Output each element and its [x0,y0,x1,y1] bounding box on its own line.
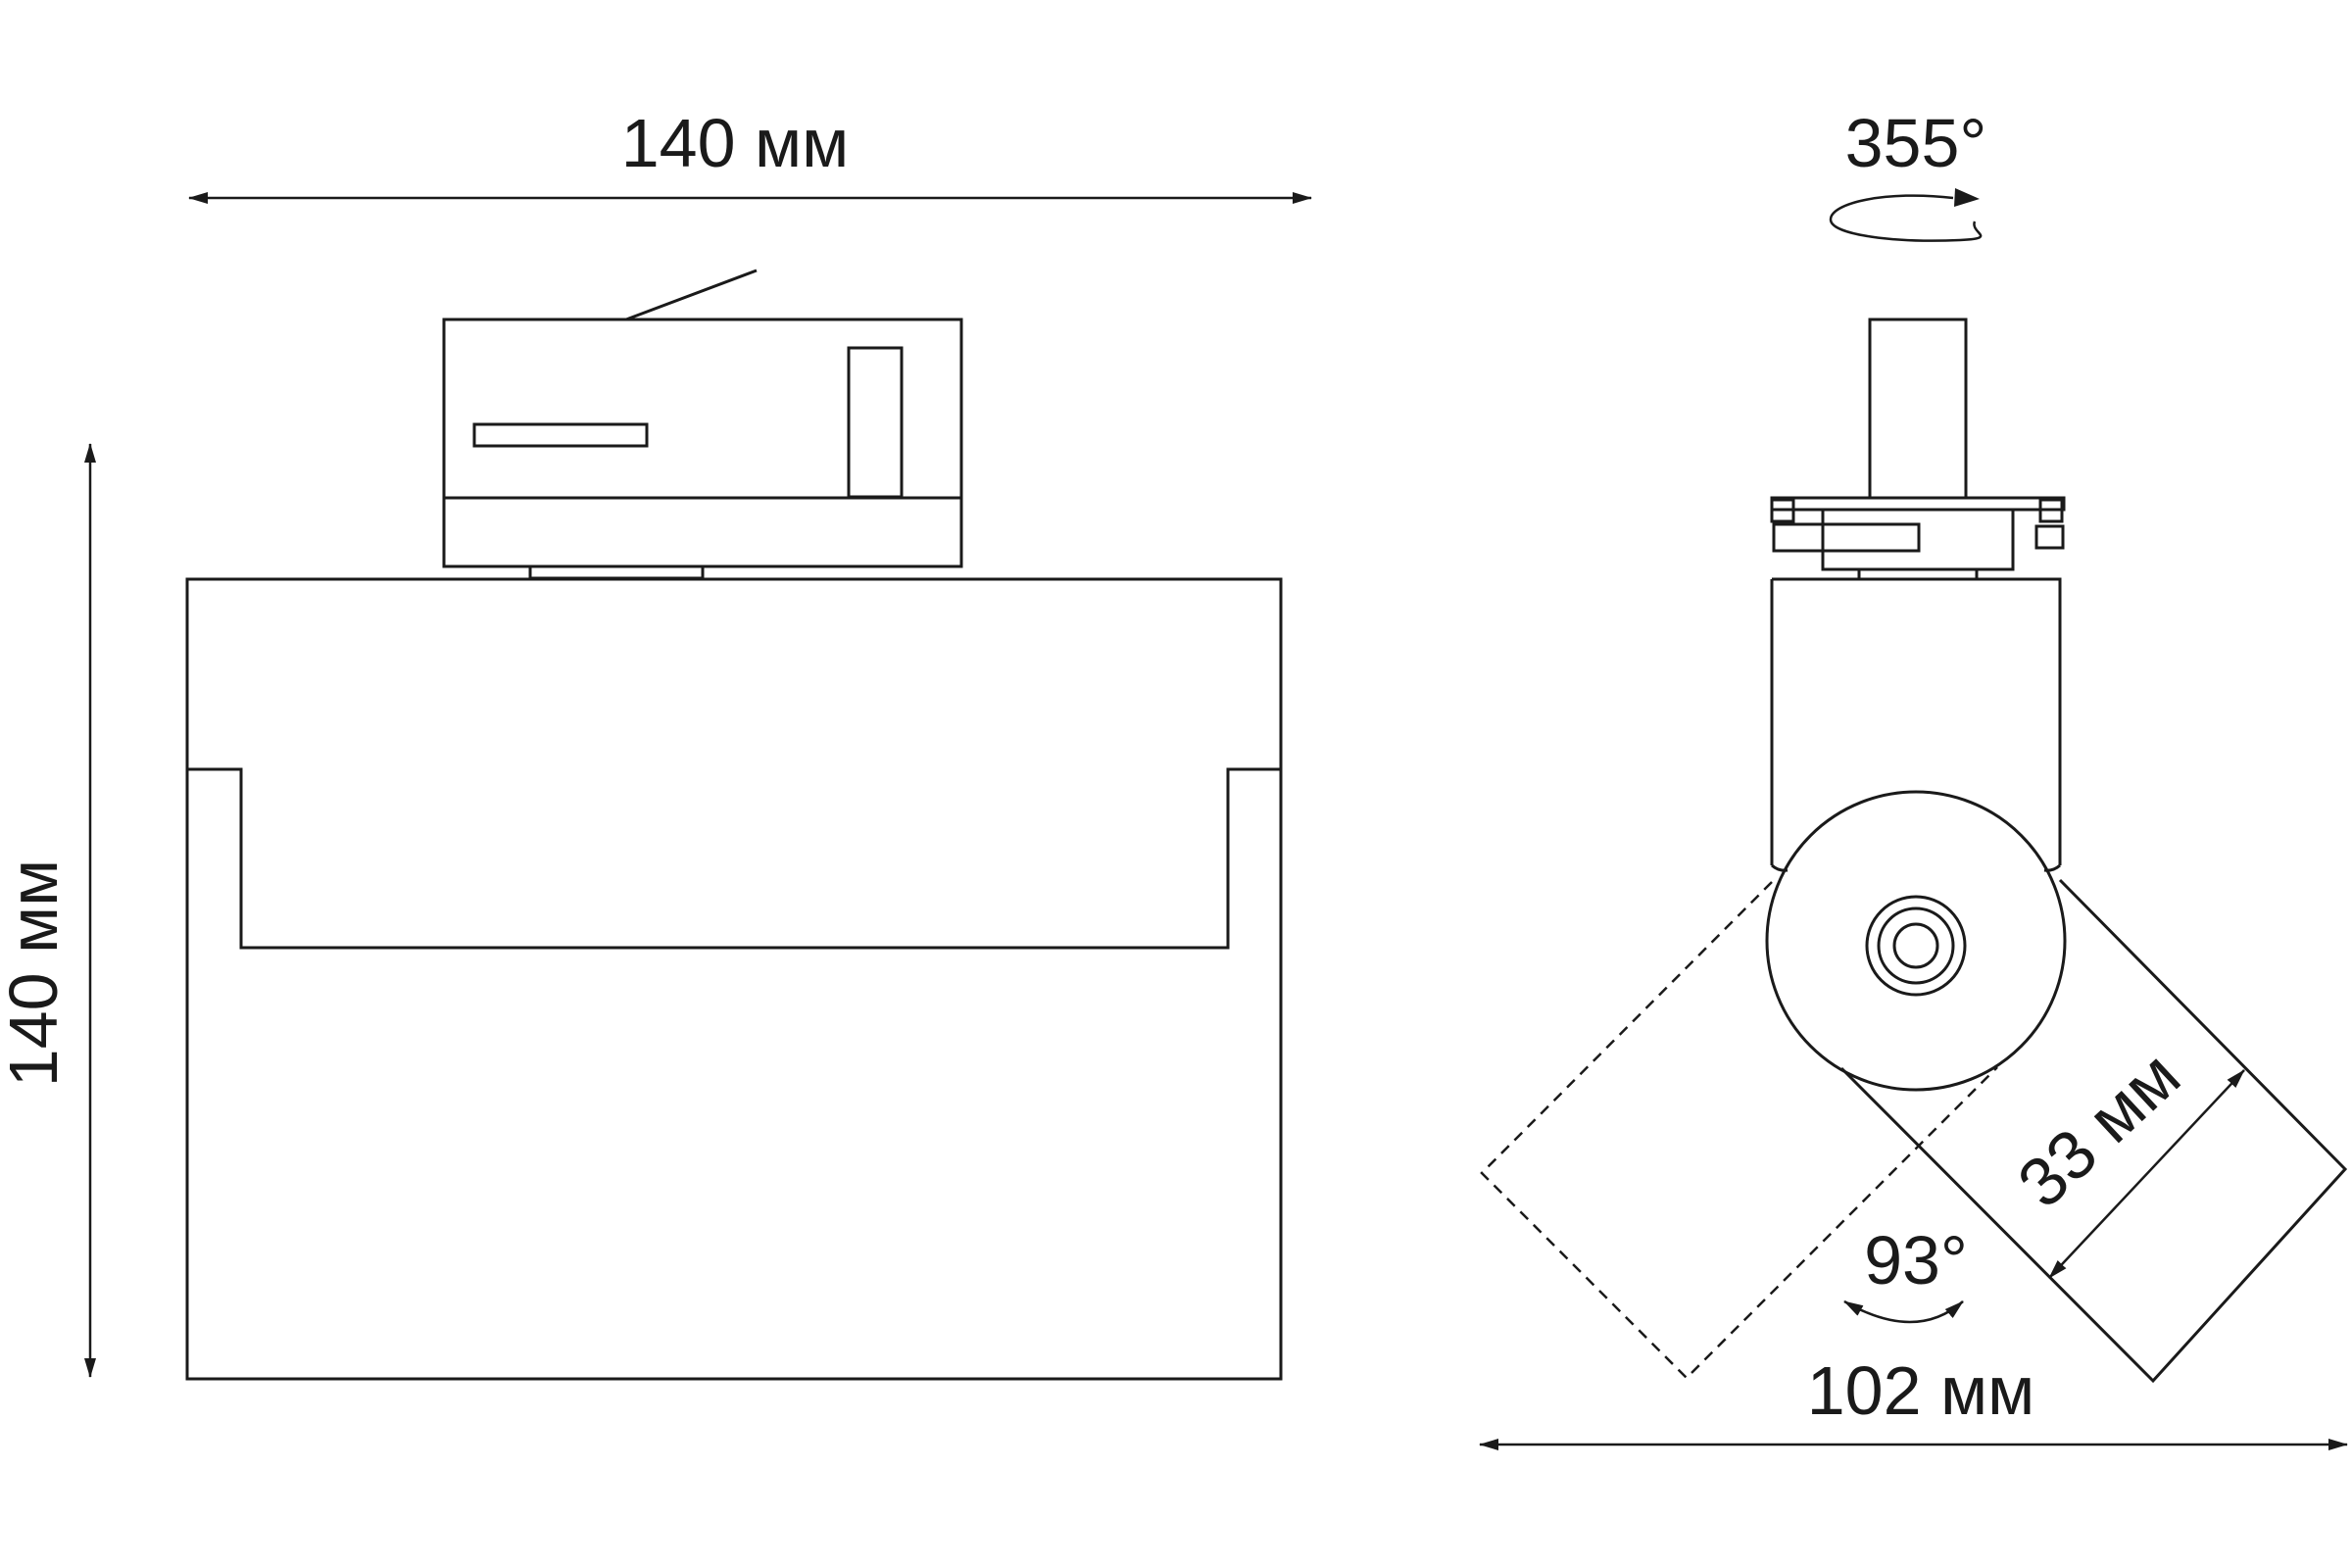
rotation-arrowhead [1954,188,1980,207]
clamp-assembly [1770,496,2066,581]
lens-ring-inner [1892,922,1939,969]
pivot-head [1765,790,2067,1092]
clamp-tab-left [1770,498,1795,523]
clamp-nub-right [2034,524,2065,550]
lamp-head-outline [1839,878,2348,1384]
head-diameter-arrow [2048,1069,2245,1279]
lamp-body-outline [185,577,1283,1381]
side-housing [1770,577,2062,865]
rotation-indicator: 355° [1829,105,1987,242]
adapter-neck [528,564,705,580]
tilt-angle-label: 93° [1864,1222,1968,1298]
adapter-lever [625,269,758,321]
clamp-bar [1772,522,1921,553]
lens-ring-outer [1865,895,1967,997]
rotation-angle-label: 355° [1845,105,1987,181]
adapter-body [442,318,963,568]
lamp-body-groove [187,767,1281,950]
alternate-position-outline [1480,881,1998,1380]
clamp-tab-right [2038,498,2064,523]
side-view: 355° [1479,105,2348,1450]
adapter-slot [472,422,649,448]
rotation-arrow [1829,194,1983,242]
pivot-circle [1765,790,2067,1092]
head-diameter-label: 33 мм [2003,1037,2194,1222]
tilt-arrow [1843,1299,1964,1324]
lamp-body-front [185,577,1283,1381]
front-width-label: 140 мм [621,105,850,181]
head-diameter-dimension: 33 мм [2003,1037,2245,1279]
housing-fillets [1770,863,2062,872]
adapter-latch [847,346,904,499]
adapter-stem [1868,318,1968,500]
front-height-dimension: 140 мм [0,443,96,1378]
track-adapter [442,269,963,580]
front-height-label: 140 мм [0,859,72,1088]
clamp-top-plate [1770,496,2066,512]
lens-ring-middle [1877,906,1955,985]
front-view: 140 мм 140 мм [0,105,1312,1381]
side-width-label: 102 мм [1807,1352,2035,1429]
front-width-dimension: 140 мм [188,105,1312,204]
tilt-indicator: 93° [1843,1222,1968,1324]
side-width-dimension: 102 мм [1479,1352,2348,1450]
